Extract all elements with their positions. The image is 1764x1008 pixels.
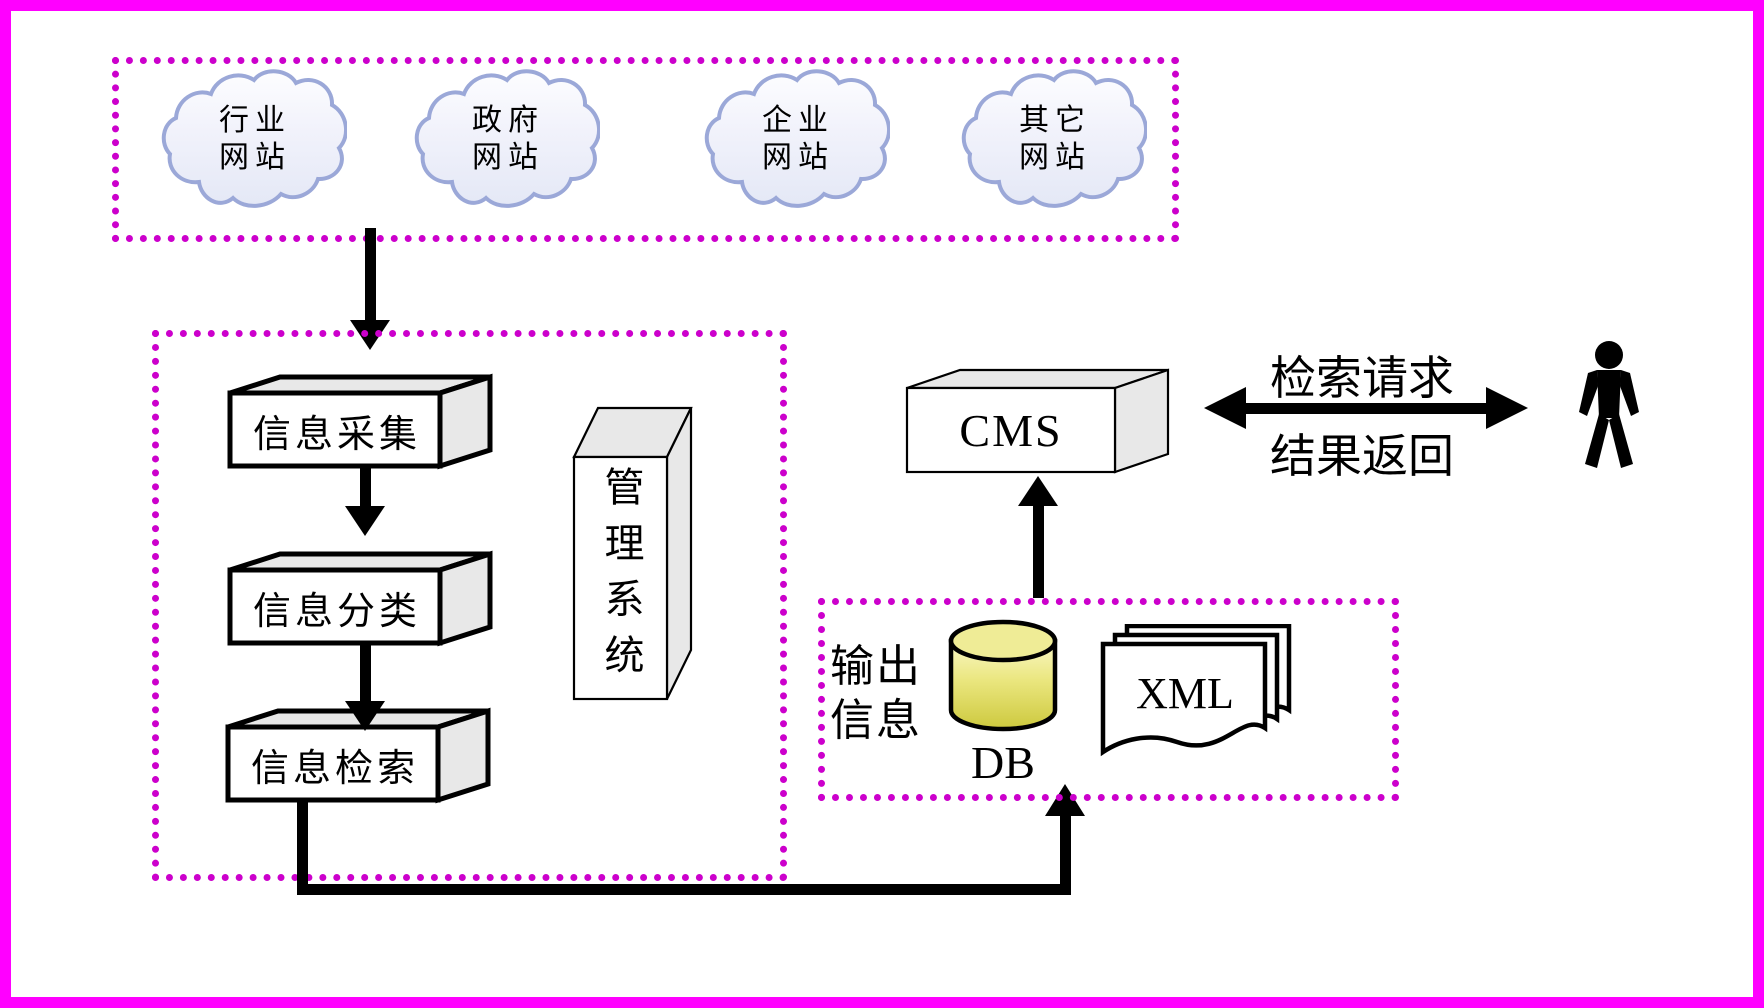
cloud-enterprise: 企业 网站 [700,64,890,214]
cloud-other-line1: 其它 [1019,104,1091,137]
sources-group-box [112,57,1179,242]
cloud-icon [961,69,1147,208]
management-box-shape [572,406,693,701]
management-box-label: 管理系统 [598,466,644,690]
cloud-industry: 行业 网站 [157,64,347,214]
cloud-government-line2: 网站 [472,141,544,174]
response-label: 结果返回 [1270,431,1454,482]
cloud-other-line2: 网站 [1019,141,1091,174]
output-group-box [818,598,1399,801]
cloud-government: 政府 网站 [410,64,600,214]
cloud-icon [704,69,890,208]
output-title: 输出 信息 [830,640,922,748]
collect-box-label: 信息采集 [252,413,421,456]
cloud-industry-line1: 行业 [219,104,291,137]
collect-box-shape [227,373,493,470]
cloud-icon [161,69,347,208]
cloud-other: 其它 网站 [957,64,1147,214]
cloud-icon [414,69,600,208]
cms-box-shape [905,368,1170,474]
output-title-line2: 信息 [830,696,922,745]
cloud-enterprise-line2: 网站 [762,141,834,174]
cloud-industry-line2: 网站 [219,141,291,174]
classify-box-label: 信息分类 [252,590,421,633]
classify-box-shape [227,550,493,647]
xml-label: XML [1136,669,1234,718]
retrieval-box-shape [225,707,491,804]
cloud-industry-label: 行业 网站 [157,64,347,214]
user-icon [1579,341,1639,468]
cloud-enterprise-line1: 企业 [762,104,834,137]
request-label: 检索请求 [1270,353,1454,404]
cloud-enterprise-label: 企业 网站 [700,64,890,214]
cloud-government-label: 政府 网站 [410,64,600,214]
process-group-box [152,330,787,881]
output-title-line1: 输出 [830,642,922,691]
retrieval-box-label: 信息检索 [250,747,419,790]
xml-documents-icon [1100,624,1292,757]
database-icon [948,619,1058,732]
cloud-government-line1: 政府 [472,104,544,137]
cloud-other-label: 其它 网站 [957,64,1147,214]
db-label: DB [971,737,1035,788]
cms-box-label: CMS [959,404,1063,456]
